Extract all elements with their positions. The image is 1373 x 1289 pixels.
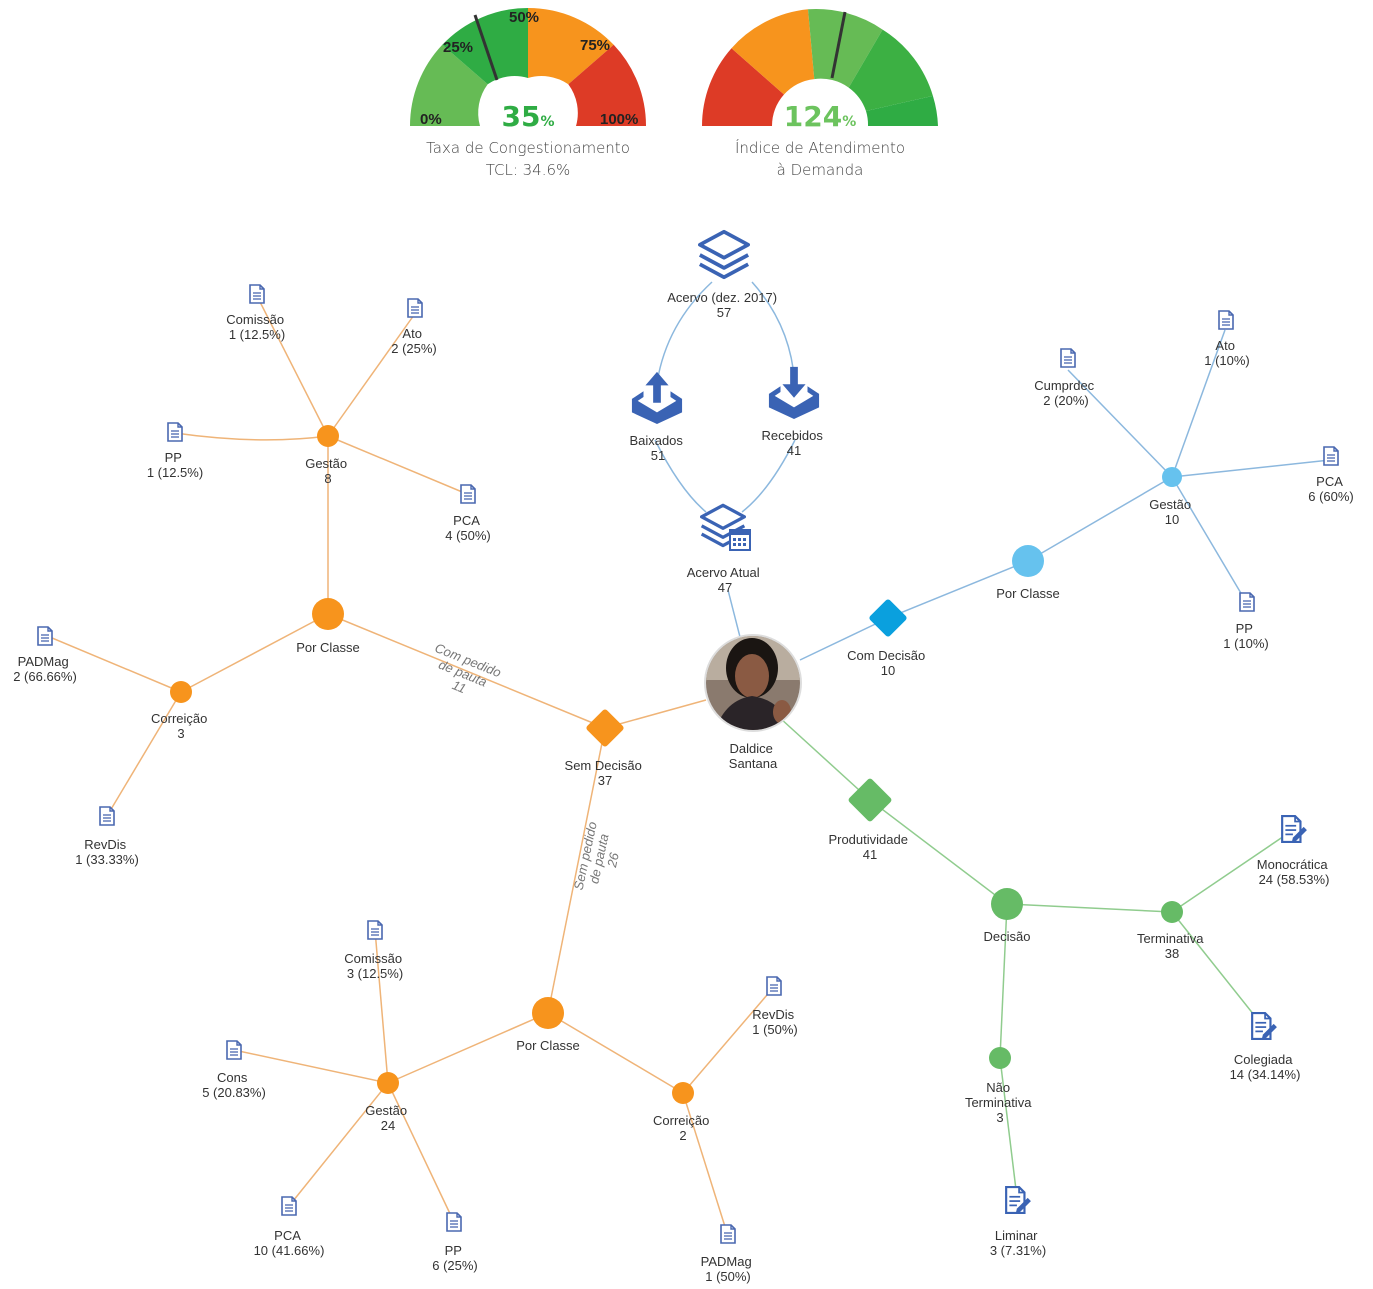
acervo-edges	[654, 281, 1331, 661]
correicao-label: Correição 2	[653, 1113, 713, 1143]
gestao-node[interactable]	[377, 1072, 399, 1094]
avatar[interactable]	[704, 634, 802, 732]
document-icon	[167, 422, 183, 442]
document-icon	[766, 976, 782, 996]
leaf-pp-label: PP 1 (10%)	[1223, 621, 1269, 651]
leaf-padmag-label: PADMag 1 (50%)	[701, 1254, 756, 1284]
sem-decisao-edges	[44, 297, 774, 1234]
por-classe-label: Por Classe	[996, 586, 1060, 601]
document-icon	[1218, 310, 1234, 330]
document-pen-icon	[1005, 1186, 1032, 1214]
produtividade-node[interactable]	[847, 777, 892, 822]
document-icon	[460, 484, 476, 504]
decisao-node[interactable]	[991, 888, 1023, 920]
leaf-colegiada-label: Colegiada 14 (34.14%)	[1230, 1052, 1301, 1082]
leaf-cumprdec-label: Cumprdec 2 (20%)	[1034, 378, 1098, 408]
gauge-caption: Taxa de Congestionamento	[426, 139, 630, 157]
document-icon	[281, 1196, 297, 1216]
terminativa-label: Terminativa 38	[1137, 931, 1207, 961]
por-classe-label: Por Classe	[516, 1038, 580, 1053]
nao-terminativa-label: Não Terminativa 3	[965, 1080, 1035, 1125]
leaf-revdis-label: RevDis 1 (50%)	[752, 1007, 798, 1037]
document-pen-icon	[1281, 815, 1308, 843]
produtividade-label: Produtividade 41	[828, 832, 911, 862]
gauge-value: 124%	[784, 100, 856, 133]
leaf-pp-label: PP 6 (25%)	[432, 1243, 478, 1273]
leaf-liminar-label: Liminar 3 (7.31%)	[990, 1228, 1046, 1258]
leaf-pca-label: PCA 10 (41.66%)	[254, 1228, 325, 1258]
sem-decisao-label: Sem Decisão 37	[565, 758, 646, 788]
por-classe-node[interactable]	[1012, 545, 1044, 577]
correicao-node[interactable]	[170, 681, 192, 703]
layers-calendar-icon	[700, 503, 751, 551]
layers-icon	[698, 229, 750, 280]
gauge-subcaption: à Demanda	[777, 161, 864, 179]
com-decisao-label: Com Decisão 10	[847, 648, 929, 678]
document-icon	[226, 1040, 242, 1060]
gestao-label: Gestão 24	[365, 1103, 411, 1133]
leaf-ato-label: Ato 2 (25%)	[391, 326, 437, 356]
document-icon	[1060, 348, 1076, 368]
por-classe-node[interactable]	[532, 997, 564, 1029]
leaf-comissao-label: Comissão 3 (12.5%)	[344, 951, 405, 981]
gestao-node[interactable]	[1162, 467, 1182, 487]
gauge-tick-50: 50%	[509, 9, 539, 26]
produtividade-edges	[779, 717, 1294, 1199]
edge-label-sem-pedido: Sem pedido de pauta 26	[571, 817, 628, 897]
leaf-pca-label: PCA 4 (50%)	[445, 513, 491, 543]
congestion-gauge: 0% 25% 50% 75% 100% 35% Taxa de Congesti…	[409, 7, 646, 179]
document-icon	[407, 298, 423, 318]
sem-decisao-node[interactable]	[585, 708, 625, 748]
correicao-label: Correição 3	[151, 711, 211, 741]
tray-download-icon	[768, 366, 820, 419]
gestao-label: Gestão 8	[305, 456, 351, 486]
leaf-pca-label: PCA 6 (60%)	[1308, 474, 1354, 504]
demand-gauge: 124% Índice de Atendimento à Demanda	[702, 9, 938, 179]
document-icon	[446, 1212, 462, 1232]
leaf-padmag-label: PADMag 2 (66.66%)	[13, 654, 77, 684]
decisao-label: Decisão	[984, 929, 1031, 944]
svg-text:Com pedido de pauta: Com pedido de pauta 11	[422, 640, 506, 707]
center-name-label: Daldice Santana	[729, 741, 778, 771]
document-icon	[1323, 446, 1339, 466]
acervo-atual-label: Acervo Atual 47	[687, 565, 764, 595]
document-icon	[1239, 592, 1255, 612]
tray-upload-icon	[631, 371, 683, 424]
gestao-node[interactable]	[317, 425, 339, 447]
gauge-value: 35%	[502, 100, 555, 133]
recebidos-label: Recebidos 41	[761, 428, 826, 458]
gauge-tick-75: 75%	[580, 37, 610, 54]
leaf-monocratica-label: Monocrática 24 (58.53%)	[1257, 857, 1331, 887]
correicao-node[interactable]	[672, 1082, 694, 1104]
baixados-label: Baixados 51	[629, 433, 686, 463]
gauge-caption: Índice de Atendimento	[735, 138, 905, 157]
leaf-cons-label: Cons 5 (20.83%)	[202, 1070, 266, 1100]
document-icon	[99, 806, 115, 826]
leaf-pp-label: PP 1 (12.5%)	[147, 450, 203, 480]
edge-label-com-pedido: Com pedido de pauta 11	[422, 640, 506, 707]
gauge-subcaption: TCL: 34.6%	[486, 161, 571, 179]
por-classe-node[interactable]	[312, 598, 344, 630]
por-classe-label: Por Classe	[296, 640, 360, 655]
gauge-tick-100: 100%	[600, 111, 638, 128]
leaf-ato-label: Ato 1 (10%)	[1204, 338, 1250, 368]
nao-terminativa-node[interactable]	[989, 1047, 1011, 1069]
document-icon	[249, 284, 265, 304]
com-decisao-node[interactable]	[868, 598, 908, 638]
leaf-revdis-label: RevDis 1 (33.33%)	[75, 837, 139, 867]
gauge-tick-0: 0%	[420, 111, 442, 128]
leaf-comissao-label: Comissão 1 (12.5%)	[226, 312, 287, 342]
gestao-label: Gestão 10	[1149, 497, 1195, 527]
acervo-label: Acervo (dez. 2017) 57	[667, 290, 780, 320]
terminativa-node[interactable]	[1161, 901, 1183, 923]
gauge-tick-25: 25%	[443, 39, 473, 56]
svg-text:Sem pedido de pauta: Sem pedido de pauta 26	[571, 817, 628, 897]
document-icon	[37, 626, 53, 646]
document-icon	[367, 920, 383, 940]
document-pen-icon	[1251, 1012, 1278, 1040]
document-icon	[720, 1224, 736, 1244]
